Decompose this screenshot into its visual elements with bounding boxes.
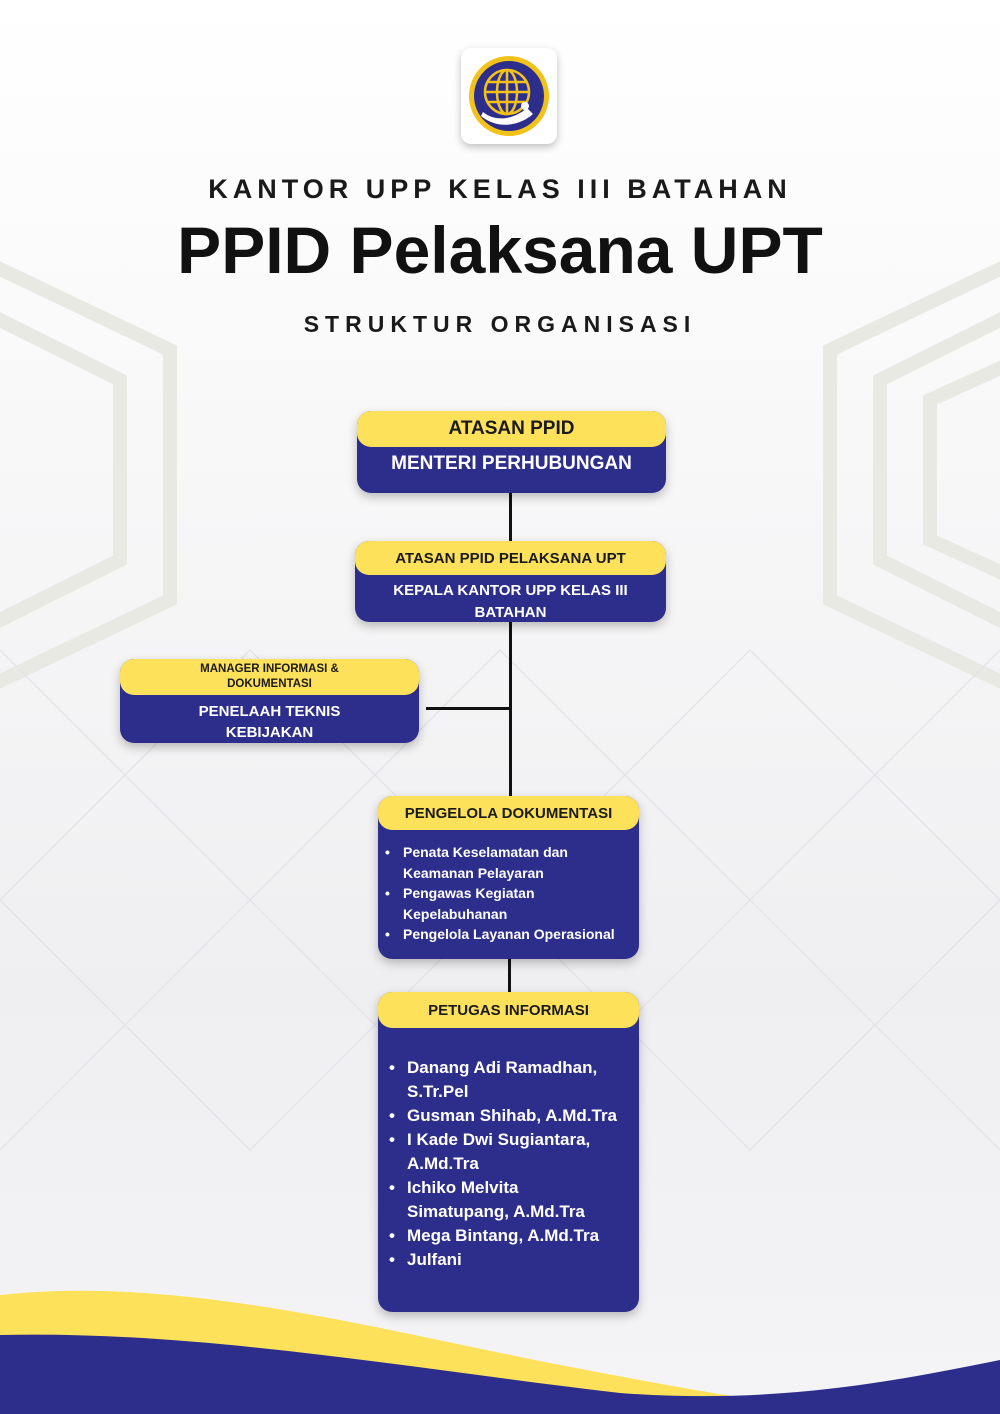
petugas-item: I Kade Dwi Sugiantara, A.Md.Tra: [389, 1128, 617, 1176]
petugas-item: Danang Adi Ramadhan, S.Tr.Pel: [389, 1056, 617, 1104]
page-subtitle: STRUKTUR ORGANISASI: [303, 311, 697, 337]
pengelola-item-line: Pengelola Layanan Operasional: [403, 926, 615, 942]
pengelola-item-line: Kepelabuhanan: [403, 905, 508, 922]
manager-holder-line1: PENELAAH TEKNIS: [198, 703, 341, 720]
pengelola-role: PENGELOLA DOKUMENTASI: [378, 796, 639, 830]
manager-holder: PENELAAH TEKNIS KEBIJAKAN: [120, 701, 419, 743]
pengelola-item-line: Penata Keselamatan dan: [403, 844, 568, 860]
connector-line-1: [509, 493, 512, 543]
petugas-item-line: Simatupang, A.Md.Tra: [407, 1202, 585, 1221]
petugas-item-line: Gusman Shihab, A.Md.Tra: [407, 1106, 618, 1125]
petugas-item-line: A.Md.Tra: [407, 1154, 479, 1173]
petugas-item-line: I Kade Dwi Sugiantara,: [407, 1130, 591, 1149]
petugas-informasi-box: PETUGAS INFORMASI Danang Adi Ramadhan, S.…: [378, 992, 639, 1312]
petugas-item-line: Mega Bintang, A.Md.Tra: [407, 1226, 600, 1245]
navy-wave: [0, 1334, 1000, 1414]
connector-line-2: [509, 622, 512, 798]
manager-holder-line2: KEBIJAKAN: [225, 724, 314, 741]
kemenhub-emblem-icon: [469, 56, 549, 136]
logo: [461, 48, 557, 144]
petugas-item-line: Ichiko Melvita: [407, 1178, 519, 1197]
atasan-pelaksana-holder-line2: BATAHAN: [474, 604, 547, 621]
petugas-item: Mega Bintang, A.Md.Tra: [389, 1224, 617, 1248]
manager-role: MANAGER INFORMASI & DOKUMENTASI: [120, 659, 419, 695]
pengelola-item: Pengelola Layanan Operasional: [385, 924, 615, 945]
manager-role-line2: DOKUMENTASI: [227, 678, 312, 690]
petugas-list: Danang Adi Ramadhan, S.Tr.PelGusman Shiha…: [389, 1056, 618, 1272]
atasan-pelaksana-holder: KEPALA KANTOR UPP KELAS III BATAHAN: [355, 580, 666, 624]
pengelola-item-line: Keamanan Pelayaran: [403, 864, 544, 881]
atasan-ppid-role: ATASAN PPID: [357, 411, 666, 447]
pengelola-item-line: Pengawas Kegiatan: [403, 885, 535, 901]
connector-line-branch: [426, 707, 512, 710]
atasan-pelaksana-box: ATASAN PPID PELAKSANA UPT KEPALA KANTOR …: [355, 541, 666, 622]
atasan-ppid-holder: MENTERI PERHUBUNGAN: [391, 453, 632, 474]
atasan-pelaksana-role: ATASAN PPID PELAKSANA UPT: [355, 541, 666, 575]
page-title: PPID Pelaksana UPT: [177, 213, 823, 287]
petugas-item: Gusman Shihab, A.Md.Tra: [389, 1104, 618, 1128]
manager-box: MANAGER INFORMASI & DOKUMENTASI PENELAAH…: [120, 659, 419, 743]
petugas-item-line: Danang Adi Ramadhan,: [407, 1058, 598, 1077]
petugas-item: Julfani: [389, 1248, 617, 1272]
atasan-pelaksana-holder-line1: KEPALA KANTOR UPP KELAS III: [393, 582, 628, 599]
pengelola-dokumentasi-box: PENGELOLA DOKUMENTASI Penata Keselamatan…: [378, 796, 639, 959]
petugas-item-line: Julfani: [407, 1250, 462, 1269]
atasan-ppid-box: ATASAN PPID MENTERI PERHUBUNGAN: [357, 411, 666, 493]
petugas-role: PETUGAS INFORMASI: [378, 992, 639, 1028]
manager-role-line1: MANAGER INFORMASI &: [200, 663, 339, 675]
office-name: KANTOR UPP KELAS III BATAHAN: [208, 174, 792, 204]
petugas-item-line: S.Tr.Pel: [407, 1082, 469, 1101]
connector-line-3: [508, 959, 511, 993]
